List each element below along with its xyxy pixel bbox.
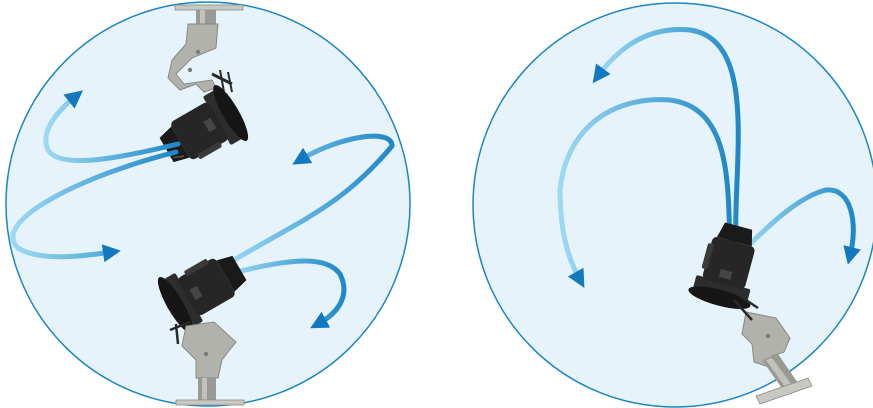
beam-upper-spotlight	[10, 90, 181, 263]
rotation-sphere	[472, 2, 873, 408]
mount-bracket-icon	[167, 23, 233, 93]
rotation-sphere	[5, 1, 411, 407]
panel-right	[472, 2, 873, 408]
beam-lower-spotlight	[221, 133, 395, 329]
spotlight-icon	[688, 222, 755, 309]
beam-right-spotlight	[557, 26, 861, 288]
panel-left	[5, 1, 411, 407]
top-mount-pipe	[174, 4, 244, 24]
bottom-mount-pipe	[175, 378, 245, 406]
spotlight-icon	[157, 255, 247, 333]
side-mount-pipe	[755, 354, 813, 405]
mount-bracket-icon	[169, 320, 237, 379]
